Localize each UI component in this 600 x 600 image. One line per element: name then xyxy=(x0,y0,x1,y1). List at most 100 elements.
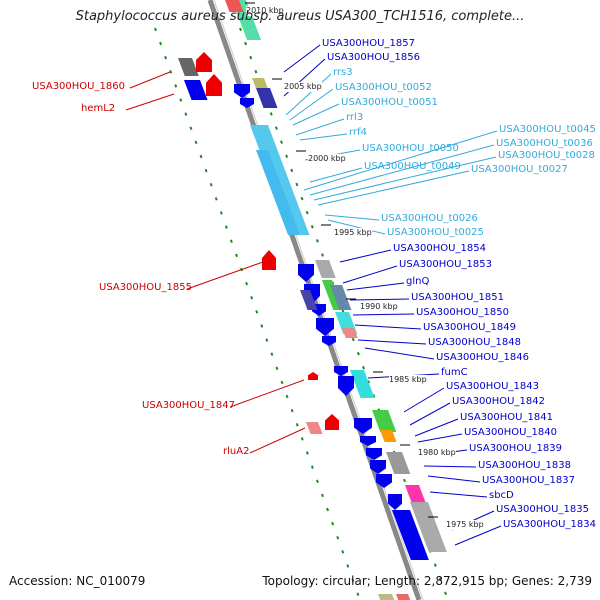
forward-gene-arrow-11 xyxy=(360,436,376,446)
forward-label-21: USA300HOU_1849 xyxy=(423,322,516,333)
forward-label-leader-12 xyxy=(309,167,363,183)
forward-label-11: USA300HOU_t0028 xyxy=(498,150,595,161)
forward-label-leader-18 xyxy=(346,282,405,291)
scale-tick-label-5: 1990 kbp xyxy=(360,302,398,312)
forward-gene-arrow-6 xyxy=(316,318,334,336)
forward-label-leader-3 xyxy=(285,73,332,116)
forward-label-leader-27 xyxy=(414,418,459,437)
reverse-label-5: rluA2 xyxy=(223,446,250,457)
forward-feature-9 xyxy=(342,328,358,338)
forward-feature-5 xyxy=(315,260,336,278)
forward-label-31: USA300HOU_1837 xyxy=(482,475,575,486)
forward-label-leader-22 xyxy=(357,339,427,345)
forward-label-leader-15 xyxy=(327,219,386,235)
forward-label-leader-7 xyxy=(299,133,348,141)
forward-gene-dark xyxy=(300,290,318,310)
forward-label-34: USA300HOU_1834 xyxy=(503,519,596,530)
reverse-label-leader-4 xyxy=(229,379,305,408)
forward-label-18: glnQ xyxy=(406,276,430,287)
forward-label-32: sbcD xyxy=(489,490,514,501)
reverse-label-leader-1 xyxy=(129,71,171,89)
forward-label-6: rrl3 xyxy=(346,112,364,123)
scale-tick-label-1: 2010 kbp xyxy=(246,6,284,16)
reverse-feature-grey xyxy=(178,58,199,76)
forward-label-9: USA300HOU_t0036 xyxy=(496,138,593,149)
forward-gene-arrow-2 xyxy=(240,98,254,108)
forward-feature-4 xyxy=(250,125,310,235)
scale-tick-label-4: 1995 kbp xyxy=(334,228,372,238)
reverse-gene-arrow-2 xyxy=(206,74,222,96)
forward-label-17: USA300HOU_1853 xyxy=(399,259,492,270)
forward-feature-14 xyxy=(405,485,427,505)
forward-label-25: USA300HOU_1843 xyxy=(446,381,539,392)
forward-label-3: rrs3 xyxy=(333,67,353,78)
forward-gene-arrow-13 xyxy=(370,460,386,474)
forward-label-leader-1 xyxy=(283,44,321,73)
track-guide-1 xyxy=(154,27,361,600)
forward-label-leader-14 xyxy=(324,214,380,221)
forward-feature-15 xyxy=(410,502,447,552)
forward-label-5: USA300HOU_t0051 xyxy=(341,97,438,108)
scale-tick-label-8: 1975 kbp xyxy=(446,520,484,530)
forward-label-leader-16 xyxy=(339,249,392,263)
forward-label-4: USA300HOU_t0052 xyxy=(335,82,432,93)
forward-label-leader-11 xyxy=(313,156,497,201)
forward-label-leader-28 xyxy=(417,433,463,443)
page-title: Staphylococcus aureus subsp. aureus USA3… xyxy=(75,9,525,24)
scale-tick-label-3: 2000 kbp xyxy=(308,154,346,164)
forward-label-12: USA300HOU_t0049 xyxy=(364,161,461,172)
reverse-feature-blue xyxy=(184,80,208,100)
forward-label-10: USA300HOU_t0050 xyxy=(362,143,459,154)
forward-label-24: fumC xyxy=(441,367,468,378)
forward-label-leader-6 xyxy=(295,118,345,136)
forward-label-19: USA300HOU_1851 xyxy=(411,292,504,303)
reverse-label-3: USA300HOU_1855 xyxy=(99,282,192,293)
forward-gene-long xyxy=(392,510,429,560)
forward-label-leader-23 xyxy=(364,347,435,360)
reverse-gene-arrow-1 xyxy=(196,52,212,72)
forward-gene-arrow-8 xyxy=(334,366,348,376)
forward-feature-3 xyxy=(256,88,278,108)
forward-label-leader-30 xyxy=(423,465,477,468)
forward-label-leader-8 xyxy=(303,130,498,191)
rrna-operon-band xyxy=(256,150,301,235)
reverse-label-2: hemL2 xyxy=(81,103,116,114)
genome-summary-text: Topology: circular; Length: 2,872,915 bp… xyxy=(262,574,592,588)
forward-label-leader-5 xyxy=(292,103,340,126)
scale-tick-label-6: 1985 kbp xyxy=(389,375,427,385)
forward-gene-arrow-12 xyxy=(366,448,382,460)
forward-label-26: USA300HOU_1842 xyxy=(452,396,545,407)
forward-label-leader-20 xyxy=(352,313,415,316)
forward-label-16: USA300HOU_1854 xyxy=(393,243,486,254)
forward-feature-11 xyxy=(372,410,397,432)
forward-feature-2 xyxy=(252,78,268,88)
forward-label-15: USA300HOU_t0025 xyxy=(387,227,484,238)
forward-label-2: USA300HOU_1856 xyxy=(327,52,420,63)
scale-tick-label-2: 2005 kbp xyxy=(284,82,322,92)
forward-feature-13 xyxy=(386,452,411,474)
forward-label-leader-25 xyxy=(403,387,445,413)
accession-text: Accession: NC_010079 xyxy=(9,574,146,588)
forward-label-leader-34 xyxy=(454,525,502,546)
forward-gene-arrow-15 xyxy=(388,494,402,510)
scale-tick-label-7: 1980 kbp xyxy=(418,448,456,458)
forward-label-23: USA300HOU_1846 xyxy=(436,352,529,363)
forward-label-20: USA300HOU_1850 xyxy=(416,307,509,318)
reverse-label-1: USA300HOU_1860 xyxy=(32,81,125,92)
reverse-gene-arrow-4 xyxy=(308,372,318,380)
forward-label-leader-9 xyxy=(309,144,495,196)
forward-label-7: rrf4 xyxy=(349,127,367,138)
forward-label-leader-31 xyxy=(427,475,481,483)
forward-label-1: USA300HOU_1857 xyxy=(322,38,415,49)
forward-label-leader-32 xyxy=(429,491,488,498)
forward-label-leader-19 xyxy=(349,298,410,301)
bottom-feature-2 xyxy=(396,594,411,600)
forward-label-30: USA300HOU_1838 xyxy=(478,460,571,471)
reverse-feature-pink xyxy=(306,422,323,434)
forward-feature-7 xyxy=(330,285,352,310)
forward-label-leader-26 xyxy=(409,402,451,426)
forward-gene-arrow-9 xyxy=(338,376,354,396)
forward-feature-12 xyxy=(380,430,397,442)
